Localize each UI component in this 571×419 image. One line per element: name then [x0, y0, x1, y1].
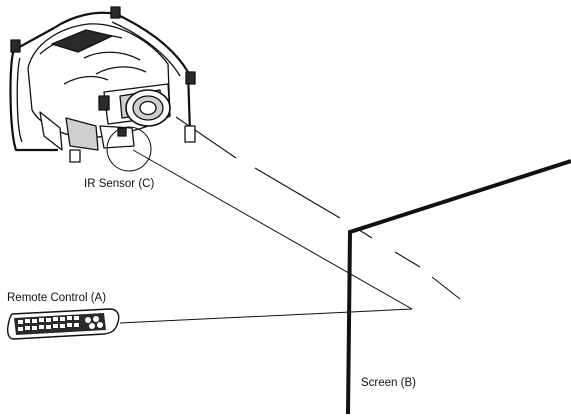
ir-sensor-marker: [106, 126, 152, 172]
remote-control: [6, 308, 120, 340]
projector: [9, 6, 196, 163]
projection-beam: [175, 116, 461, 300]
remote-control-label: Remote Control (A): [7, 292, 107, 304]
screen-label: Screen (B): [361, 377, 416, 389]
ir-signal-path: [119, 149, 413, 324]
ir-sensor-label: IR Sensor (C): [84, 178, 155, 190]
projection-screen: [346, 159, 571, 415]
